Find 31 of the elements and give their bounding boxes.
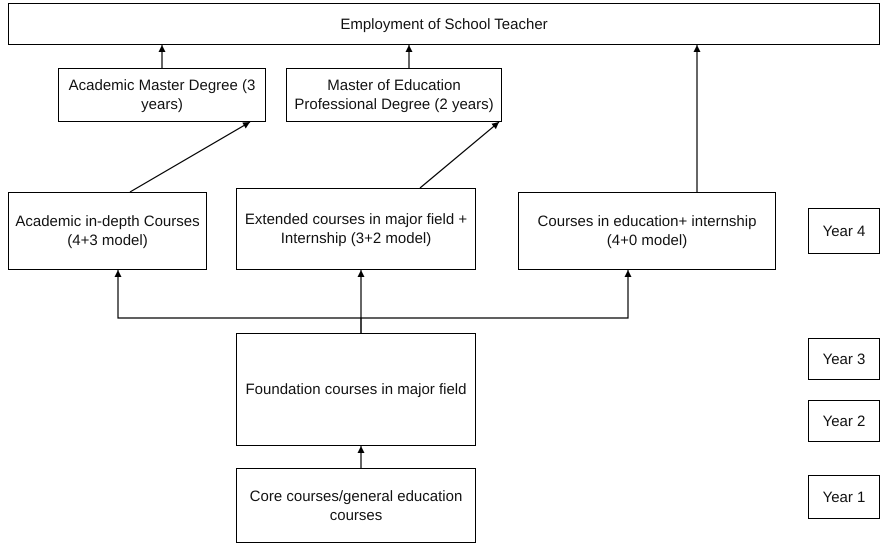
- process-box: [236, 188, 476, 270]
- process-box: [58, 68, 266, 122]
- process-box: [808, 400, 880, 442]
- process-box: [808, 338, 880, 380]
- process-box: [236, 333, 476, 446]
- box-label: Year 3: [822, 350, 866, 368]
- process-box: [236, 468, 476, 543]
- box-label: Employment of School Teacher: [339, 14, 549, 34]
- process-box: [8, 192, 207, 270]
- box-label: Year 2: [822, 412, 866, 430]
- arrow: [130, 121, 250, 193]
- box-label: Extended courses in major field + Internship (3+2 model): [244, 210, 468, 248]
- process-box: [286, 68, 502, 122]
- box-label: Courses in education+ internship (4+0 model): [536, 212, 758, 250]
- box-label: Master of Education Professional Degree (2 years): [293, 76, 495, 114]
- arrow: [360, 270, 632, 333]
- arrow: [420, 122, 500, 188]
- process-box: [518, 192, 776, 270]
- arrow: [694, 45, 700, 192]
- box-label: Year 1: [822, 488, 866, 506]
- box-label: Year 4: [822, 222, 866, 240]
- process-box: [808, 208, 880, 254]
- process-box: [808, 475, 880, 519]
- arrow: [406, 45, 412, 68]
- process-box: [8, 3, 880, 45]
- arrow: [358, 446, 364, 468]
- box-label: Core courses/general education courses: [248, 486, 464, 524]
- box-label: Academic Master Degree (3 years): [68, 76, 256, 114]
- box-label: Foundation courses in major field: [244, 380, 468, 399]
- box-label: Academic in-depth Courses (4+3 model): [14, 212, 201, 250]
- arrow: [158, 45, 166, 68]
